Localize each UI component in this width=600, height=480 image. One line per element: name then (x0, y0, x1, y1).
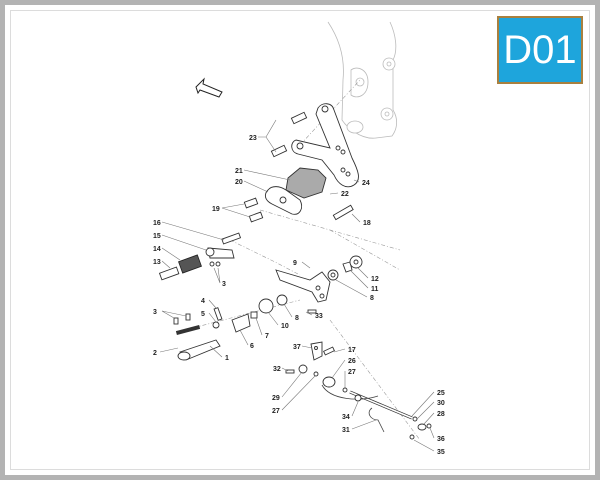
callout-3b: 3 (222, 281, 226, 288)
engine-casing-outline (327, 21, 398, 139)
callout-9: 9 (293, 260, 297, 267)
lower-bracket-parts (285, 309, 335, 374)
callout-36: 36 (437, 436, 445, 443)
callout-17: 17 (348, 347, 356, 354)
bolts-23 (270, 111, 308, 158)
callout-8: 8 (295, 315, 299, 322)
callout-31: 31 (342, 427, 350, 434)
callout-30: 30 (437, 400, 445, 407)
callout-35: 35 (437, 449, 445, 456)
callout-10: 10 (281, 323, 289, 330)
link-rod-part (205, 247, 235, 267)
callout-4: 4 (201, 298, 205, 305)
callout-34: 34 (342, 414, 350, 421)
shift-pedal-part (173, 307, 251, 361)
callout-23: 23 (249, 135, 257, 142)
callout-26: 26 (348, 358, 356, 365)
callout-leader-lines (159, 119, 435, 452)
callout-20: 20 (235, 179, 243, 186)
callout-1: 1 (225, 355, 229, 362)
callout-21: 21 (235, 168, 243, 175)
callout-28: 28 (437, 411, 445, 418)
callout-33: 33 (315, 313, 323, 320)
diagram-code-badge: D01 (497, 16, 583, 84)
callout-29: 29 (272, 395, 280, 402)
callout-18: 18 (363, 220, 371, 227)
footrest-bracket-part (291, 103, 359, 188)
callout-13: 13 (153, 259, 161, 266)
plate-part (264, 186, 303, 215)
callout-16: 16 (153, 220, 161, 227)
callout-2: 2 (153, 350, 157, 357)
spring-part (178, 254, 202, 274)
callout-6: 6 (250, 343, 254, 350)
callout-14: 14 (153, 246, 161, 253)
callout-27b: 27 (272, 408, 280, 415)
bushings (250, 255, 363, 319)
callout-37: 37 (293, 344, 301, 351)
callout-8b: 8 (370, 295, 374, 302)
callout-12: 12 (371, 276, 379, 283)
direction-arrow-icon (195, 77, 223, 98)
callout-15: 15 (153, 233, 161, 240)
gear-lever-part (275, 269, 331, 303)
callout-labels: 1 2 3 3 4 5 6 7 8 8 9 10 11 12 13 14 15 … (153, 135, 445, 456)
callout-24: 24 (362, 180, 370, 187)
bolts-group (158, 197, 354, 281)
callout-3: 3 (153, 309, 157, 316)
heel-guard-part (285, 167, 327, 199)
callout-5: 5 (201, 311, 205, 318)
callout-22: 22 (341, 191, 349, 198)
callout-27: 27 (348, 369, 356, 376)
callout-25: 25 (437, 390, 445, 397)
callout-32: 32 (273, 366, 281, 373)
callout-11: 11 (371, 286, 379, 293)
callout-7: 7 (265, 333, 269, 340)
callout-19: 19 (212, 206, 220, 213)
